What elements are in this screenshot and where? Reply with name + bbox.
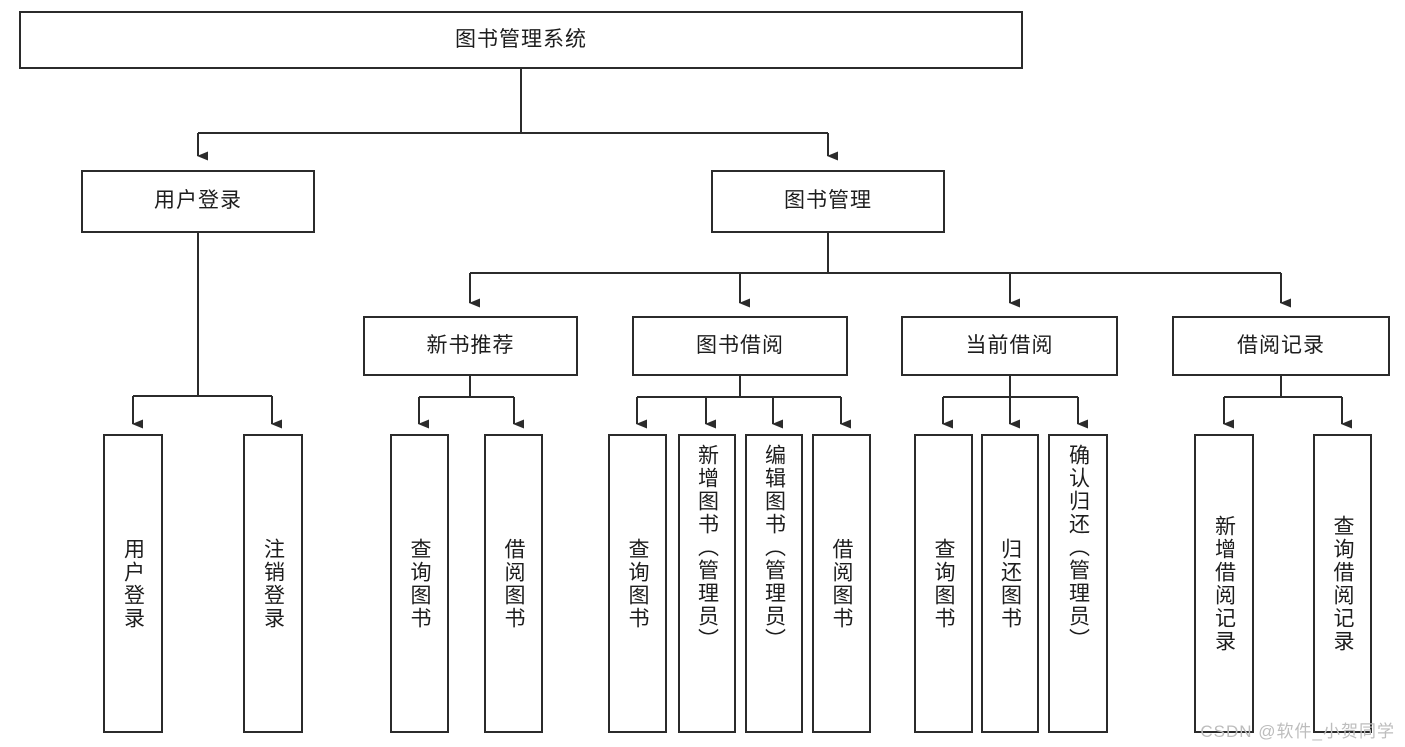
leaf-borrow-record-query-label: 查询借阅记录	[1331, 514, 1354, 653]
leaf-book-borrow-edit[interactable]: 编辑图书（管理员）	[745, 434, 803, 733]
node-current-borrow-label: 当前借阅	[965, 333, 1054, 357]
leaf-borrow-record-query[interactable]: 查询借阅记录	[1313, 434, 1372, 733]
leaf-borrow-record-add-label: 新增借阅记录	[1212, 514, 1236, 653]
leaf-book-borrow-query[interactable]: 查询图书	[608, 434, 667, 733]
node-root[interactable]: 图书管理系统	[19, 11, 1023, 69]
node-book-borrow-label: 图书借阅	[696, 333, 784, 357]
node-user-login[interactable]: 用户登录	[81, 170, 315, 233]
node-current-borrow[interactable]: 当前借阅	[901, 316, 1118, 376]
leaf-user-login-signout[interactable]: 注销登录	[243, 434, 303, 733]
leaf-current-borrow-confirm[interactable]: 确认归还（管理员）	[1048, 434, 1108, 733]
node-book-borrow[interactable]: 图书借阅	[632, 316, 848, 376]
node-book-management[interactable]: 图书管理	[711, 170, 945, 233]
leaf-book-borrow-borrow-label: 借阅图书	[830, 537, 853, 630]
leaf-book-borrow-query-label: 查询图书	[626, 537, 649, 630]
leaf-user-login-signout-label: 注销登录	[261, 537, 285, 630]
leaf-user-login-signin-label: 用户登录	[121, 537, 145, 630]
leaf-current-borrow-return-label: 归还图书	[998, 537, 1022, 630]
leaf-new-book-query-label: 查询图书	[408, 537, 431, 630]
csdn-watermark: CSDN @软件_小贺同学	[1200, 722, 1395, 741]
node-book-management-label: 图书管理	[784, 189, 872, 213]
node-borrow-record[interactable]: 借阅记录	[1172, 316, 1390, 376]
leaf-new-book-borrow-label: 借阅图书	[502, 537, 525, 630]
node-root-label: 图书管理系统	[455, 27, 587, 51]
node-new-book-recommend[interactable]: 新书推荐	[363, 316, 578, 376]
leaf-book-borrow-edit-label: 编辑图书（管理员）	[762, 444, 786, 651]
leaf-book-borrow-borrow[interactable]: 借阅图书	[812, 434, 871, 733]
leaf-current-borrow-return[interactable]: 归还图书	[981, 434, 1039, 733]
leaf-new-book-borrow[interactable]: 借阅图书	[484, 434, 543, 733]
leaf-new-book-query[interactable]: 查询图书	[390, 434, 449, 733]
leaf-current-borrow-query[interactable]: 查询图书	[914, 434, 973, 733]
leaf-user-login-signin[interactable]: 用户登录	[103, 434, 163, 733]
leaf-book-borrow-add-label: 新增图书（管理员）	[695, 444, 719, 651]
node-new-book-recommend-label: 新书推荐	[426, 333, 515, 357]
leaf-borrow-record-add[interactable]: 新增借阅记录	[1194, 434, 1254, 733]
node-user-login-label: 用户登录	[154, 189, 242, 213]
leaf-current-borrow-confirm-label: 确认归还（管理员）	[1066, 444, 1090, 651]
node-borrow-record-label: 借阅记录	[1237, 333, 1325, 357]
leaf-book-borrow-add[interactable]: 新增图书（管理员）	[678, 434, 736, 733]
leaf-current-borrow-query-label: 查询图书	[932, 537, 955, 630]
